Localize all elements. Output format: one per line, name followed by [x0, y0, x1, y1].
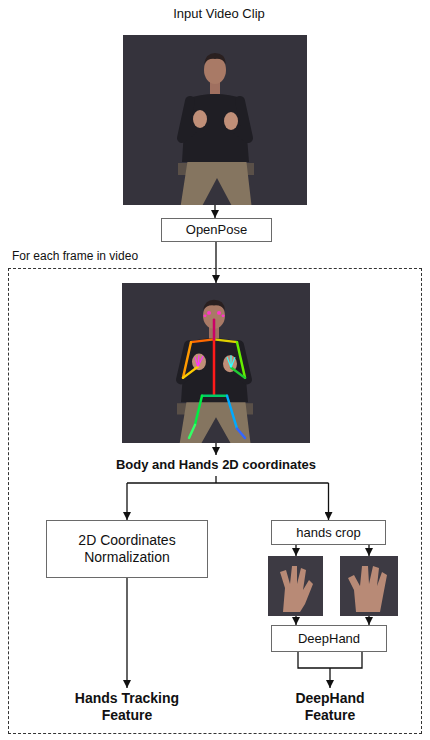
input-video-frame: [123, 35, 307, 210]
flow-arrows: [127, 205, 369, 688]
output-label: Hands Tracking Feature: [67, 690, 187, 724]
node-text: 2D Coordinates Normalization: [53, 532, 201, 566]
output-label: DeepHand Feature: [284, 690, 376, 724]
output-label: Body and Hands 2D coordinates: [76, 457, 356, 473]
process-box: 2D Coordinates Normalization: [46, 520, 208, 578]
loop-region: For each frame in video2D Coordinates No…: [8, 268, 422, 734]
process-box: hands crop: [271, 520, 386, 545]
input-caption: Input Video Clip: [119, 6, 319, 22]
node-text: OpenPose: [186, 222, 247, 238]
openpose-frame: [122, 283, 310, 447]
node-text: DeepHand: [298, 631, 360, 647]
process-box: DeepHand: [271, 625, 387, 652]
hand-crop-right: [340, 556, 398, 616]
hand-crop-left: [268, 556, 323, 616]
node-text: hands crop: [296, 525, 360, 541]
node-text: For each frame in video: [12, 249, 138, 263]
process-box: OpenPose: [161, 218, 272, 242]
